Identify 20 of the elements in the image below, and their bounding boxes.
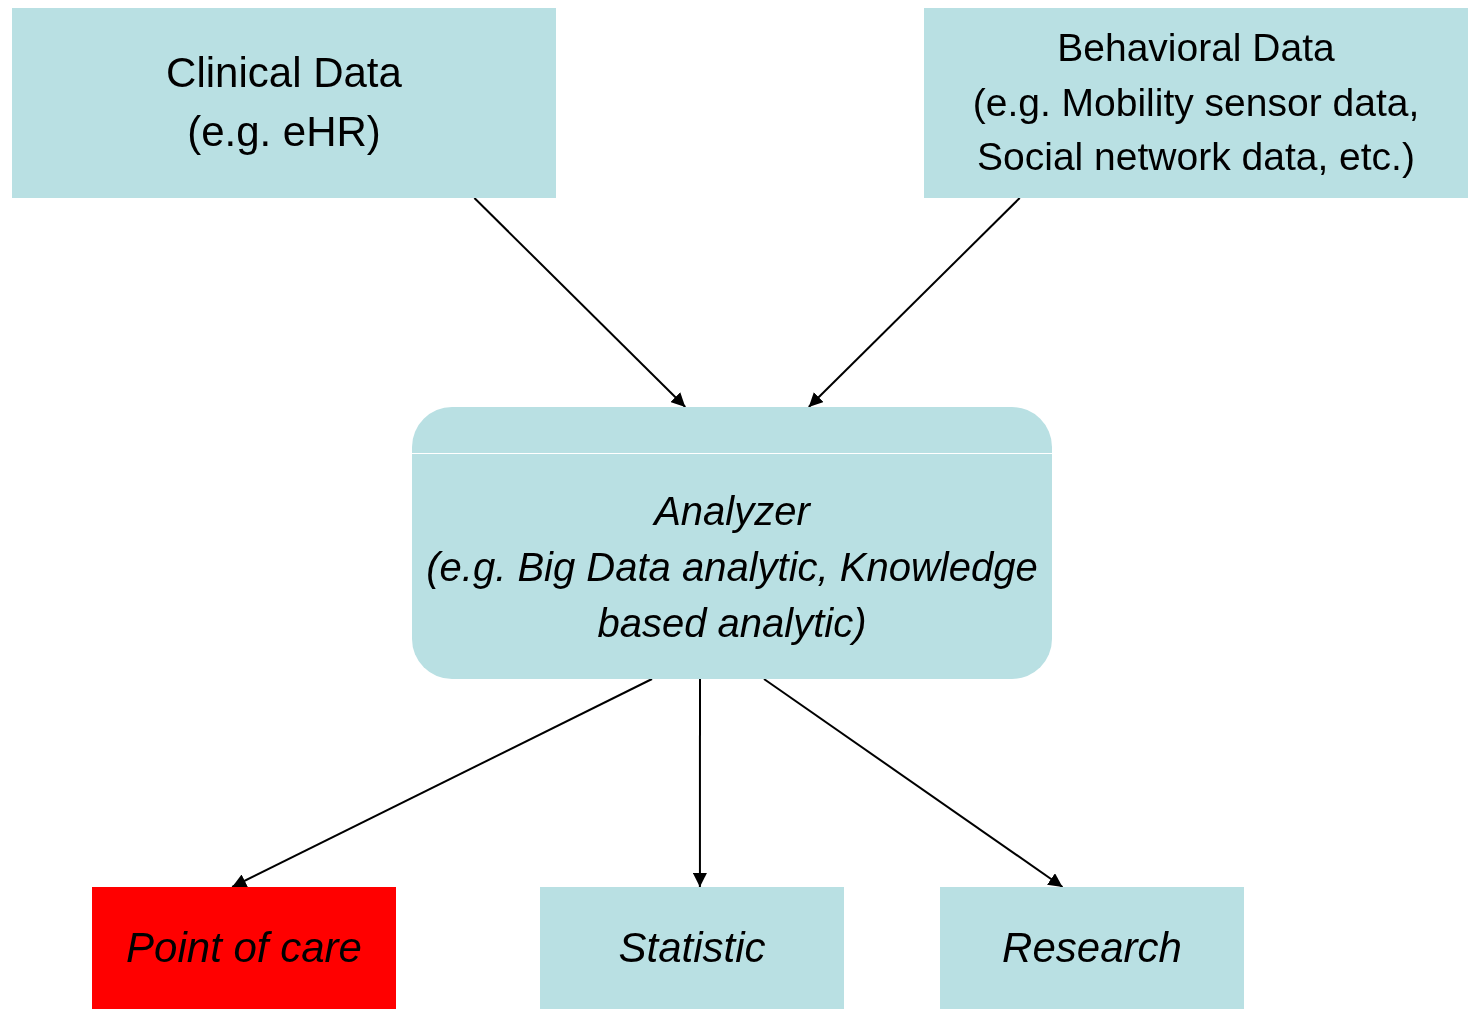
arrow <box>763 678 1064 888</box>
arrow <box>473 197 687 408</box>
node-title: Behavioral Data <box>1057 25 1335 72</box>
output-box <box>540 887 844 1009</box>
node-title: Point of care <box>126 922 362 973</box>
data-source-box <box>12 8 556 198</box>
output-box <box>92 887 396 1009</box>
output-box <box>940 887 1244 1009</box>
arrow <box>231 678 653 888</box>
node-title: Statistic <box>618 922 766 973</box>
node-description: (e.g. eHR) <box>187 107 381 157</box>
arrow <box>807 197 1021 408</box>
node-description: (e.g. Big Data analytic, Knowledge based analytic) <box>425 544 1039 647</box>
node-description: (e.g. Mobility sensor data, Social network data, etc.) <box>971 79 1421 181</box>
node-title: Clinical Data <box>166 48 402 99</box>
data-source-box <box>924 8 1468 198</box>
arrow <box>692 678 707 888</box>
analyzer-box <box>412 407 1052 679</box>
node-title: Research <box>1002 922 1182 973</box>
node-title: Analyzer <box>654 488 810 535</box>
